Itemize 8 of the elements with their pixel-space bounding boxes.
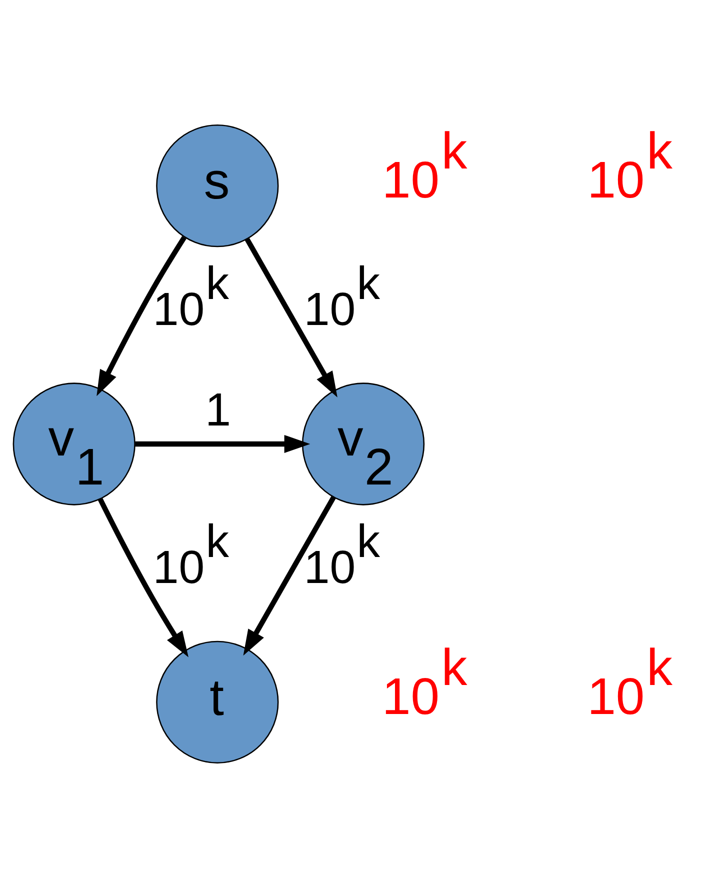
node-circle: t xyxy=(156,640,279,764)
arrow xyxy=(96,236,186,396)
edge-label: 1 xyxy=(205,384,231,436)
arrow xyxy=(243,496,336,656)
node-circle: s xyxy=(156,124,279,248)
arrow xyxy=(135,434,310,454)
arrow xyxy=(98,498,188,658)
arrow xyxy=(244,238,338,398)
